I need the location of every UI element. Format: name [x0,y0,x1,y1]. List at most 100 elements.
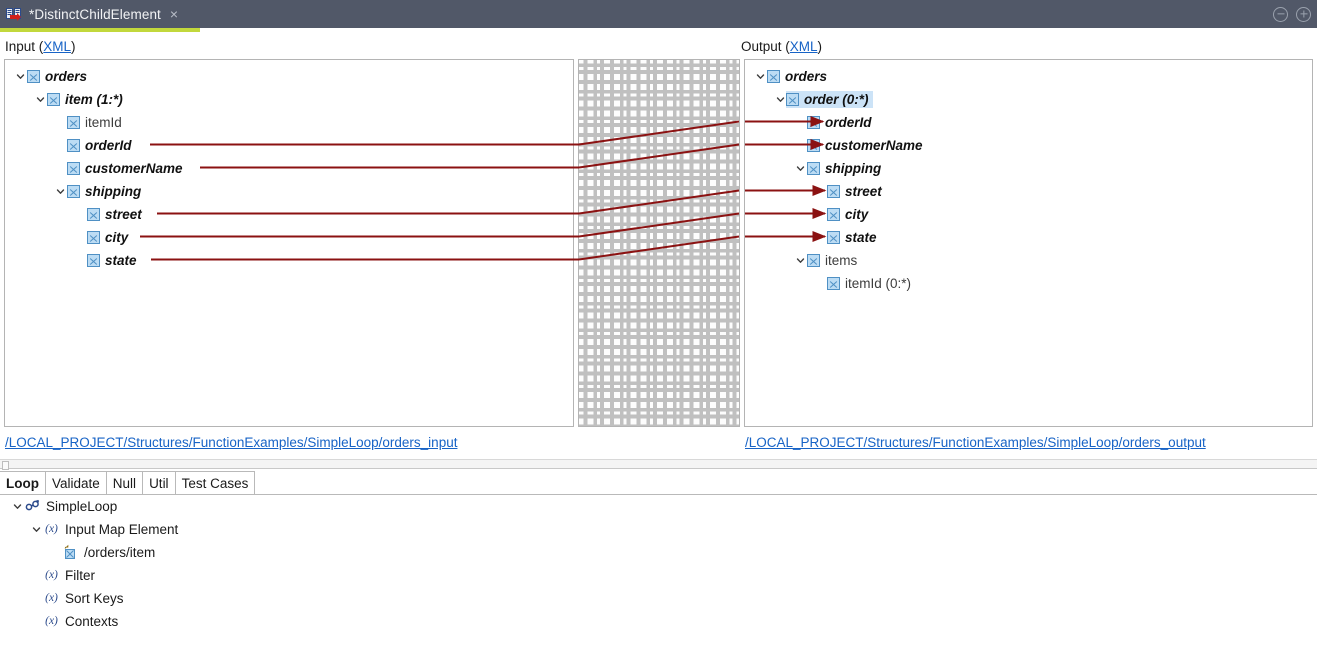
tab-test-cases[interactable]: Test Cases [174,471,256,494]
tab-validate[interactable]: Validate [45,471,107,494]
tree-row[interactable]: order (0:*) [745,88,873,111]
tree-row-content[interactable]: state [87,253,137,268]
chevron-down-icon[interactable] [753,65,767,88]
function-tree-label: Filter [65,568,95,583]
tree-row-content[interactable]: street [827,184,882,199]
tree-row[interactable]: customerName [745,134,923,157]
element-ref-icon [62,544,79,561]
editor-tab[interactable]: *DistinctChildElement × [0,0,186,28]
output-structure-path[interactable]: /LOCAL_PROJECT/Structures/FunctionExampl… [745,435,1206,450]
tab-loop[interactable]: Loop [0,471,46,494]
chevron-down-icon[interactable] [10,495,24,518]
function-tree-row[interactable]: /orders/item [0,541,155,564]
tree-row-content[interactable]: city [827,207,868,222]
tree-row-content[interactable]: shipping [807,161,881,176]
element-checkbox-icon[interactable] [807,254,820,267]
element-checkbox-icon[interactable] [786,93,799,106]
function-tree-label: SimpleLoop [46,499,118,514]
tree-row-content[interactable]: city [87,230,128,245]
element-checkbox-icon[interactable] [67,116,80,129]
tree-row[interactable]: street [5,203,142,226]
function-tree-row[interactable]: (x)Filter [0,564,95,587]
tree-row[interactable]: customerName [5,157,183,180]
output-xml-link[interactable]: XML [789,39,818,54]
tree-row[interactable]: itemId [5,111,122,134]
tree-row[interactable]: orders [745,65,827,88]
tab-null[interactable]: Null [105,471,144,494]
tree-row-label: order (0:*) [804,92,869,107]
element-checkbox-icon[interactable] [87,231,100,244]
tree-row[interactable]: state [745,226,877,249]
tree-row-content[interactable]: street [87,207,142,222]
chevron-down-icon[interactable] [53,180,67,203]
tree-row-content[interactable]: orderId [67,138,132,153]
tree-row[interactable]: city [745,203,868,226]
chevron-down-icon[interactable] [793,249,807,272]
tab-util[interactable]: Util [142,471,176,494]
element-checkbox-icon[interactable] [807,116,820,129]
tree-row[interactable]: orderId [5,134,132,157]
tree-row-label: item (1:*) [65,92,123,107]
input-tree-panel[interactable]: orders item (1:*) itemId orderId customerNam… [4,59,574,427]
chevron-down-icon[interactable] [773,88,787,111]
tree-row[interactable]: itemId (0:*) [745,272,911,295]
element-checkbox-icon[interactable] [827,277,840,290]
element-checkbox-icon[interactable] [807,139,820,152]
element-checkbox-icon[interactable] [767,70,780,83]
output-tree-panel[interactable]: orders order (0:*) orderId customerName ship… [744,59,1313,427]
function-tree-row[interactable]: (x)Input Map Element [0,518,178,541]
tree-spacer [73,226,87,249]
element-checkbox-icon[interactable] [87,208,100,221]
chevron-down-icon[interactable] [13,65,27,88]
tree-row-content[interactable]: orders [767,69,827,84]
panel-divider[interactable] [0,459,1317,470]
function-tree-row[interactable]: (x)Contexts [0,610,118,633]
maximize-icon[interactable] [1296,6,1311,22]
input-xml-link[interactable]: XML [43,39,72,54]
element-checkbox-icon[interactable] [807,162,820,175]
element-checkbox-icon[interactable] [827,208,840,221]
close-icon[interactable]: × [169,6,179,22]
tree-row-content[interactable]: item (1:*) [47,92,123,107]
tree-row[interactable]: items [745,249,857,272]
element-checkbox-icon[interactable] [827,185,840,198]
tree-row-label: city [105,230,129,245]
tree-row[interactable]: item (1:*) [5,88,123,111]
tree-spacer [813,272,827,295]
tree-row-content[interactable]: orders [27,69,87,84]
tree-row-content[interactable]: state [827,230,877,245]
tree-row[interactable]: shipping [745,157,881,180]
tree-row[interactable]: city [5,226,128,249]
element-checkbox-icon[interactable] [67,162,80,175]
function-tree-row[interactable]: SimpleLoop [0,495,117,518]
tree-row-content[interactable]: items [807,253,857,268]
chevron-down-icon[interactable] [33,88,47,111]
minimize-icon[interactable] [1273,6,1288,22]
element-checkbox-icon[interactable] [827,231,840,244]
tree-spacer [813,203,827,226]
element-checkbox-icon[interactable] [47,93,60,106]
tree-row-content[interactable]: shipping [67,184,141,199]
function-tree-row[interactable]: (x)Sort Keys [0,587,123,610]
tree-row[interactable]: orders [5,65,87,88]
input-structure-path[interactable]: /LOCAL_PROJECT/Structures/FunctionExampl… [5,435,458,450]
tree-row-content[interactable]: customerName [807,138,923,153]
chevron-down-icon[interactable] [29,518,43,541]
tree-row[interactable]: orderId [745,111,872,134]
element-checkbox-icon[interactable] [67,185,80,198]
function-detail-tree[interactable]: SimpleLoop (x)Input Map Element/orders/it… [0,495,1317,649]
tree-row-content[interactable]: orderId [807,115,872,130]
chevron-down-icon[interactable] [793,157,807,180]
element-checkbox-icon[interactable] [67,139,80,152]
output-label-text: Output ( [741,39,790,54]
tree-row-content[interactable]: order (0:*) [786,91,873,108]
element-checkbox-icon[interactable] [87,254,100,267]
tree-row-content[interactable]: customerName [67,161,183,176]
tree-row-content[interactable]: itemId [67,115,122,130]
element-checkbox-icon[interactable] [27,70,40,83]
tree-row[interactable]: state [5,249,137,272]
tree-row[interactable]: street [745,180,882,203]
mapping-grid-panel[interactable] [578,59,740,427]
tree-row-content[interactable]: itemId (0:*) [827,276,911,291]
tree-row[interactable]: shipping [5,180,141,203]
